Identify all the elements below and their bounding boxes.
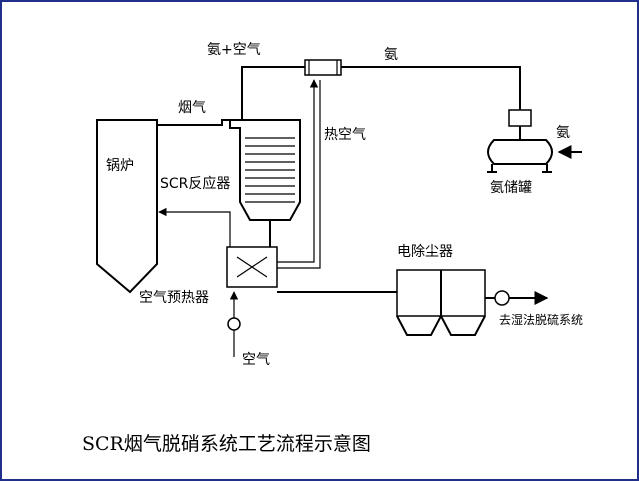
scr-reactor-shape [229, 119, 301, 221]
ammonia-air-injection-line [241, 66, 305, 120]
boiler-label: 锅炉 [106, 158, 134, 174]
scr-reactor-label: SCR反应器 [160, 175, 230, 192]
diagram-caption: SCR烟气脱硝系统工艺流程示意图 [82, 433, 371, 455]
flue-gas-label: 烟气 [178, 100, 206, 116]
hot-air-to-mixer [277, 79, 319, 263]
ammonia-vaporizer [508, 109, 532, 127]
air-in-label: 空气 [242, 352, 270, 368]
induced-draft-fan-icon [494, 290, 510, 306]
ammonia-inlet-label: 氨 [556, 125, 570, 141]
catalyst-layers [245, 137, 295, 203]
ammonia-tank [487, 139, 553, 165]
air-fan-icon [227, 317, 241, 331]
ammonia-air-label: 氨+空气 [207, 42, 261, 58]
hot-air-label: 热空气 [324, 127, 366, 143]
boiler-shape [96, 119, 158, 294]
to-wet-fgd-label: 去湿法脱硫系统 [499, 312, 583, 327]
ammonia-tank-label: 氨储罐 [490, 180, 532, 196]
air-preheater-label: 空气预热器 [139, 290, 209, 306]
ammonia-air-mixer [304, 59, 342, 76]
hot-air-to-boiler [158, 207, 231, 247]
ammonia-line-label: 氨 [384, 47, 398, 63]
esp-label: 电除尘器 [397, 244, 453, 260]
flue-gas-duct [157, 119, 240, 126]
ammonia-supply-line [341, 66, 521, 110]
